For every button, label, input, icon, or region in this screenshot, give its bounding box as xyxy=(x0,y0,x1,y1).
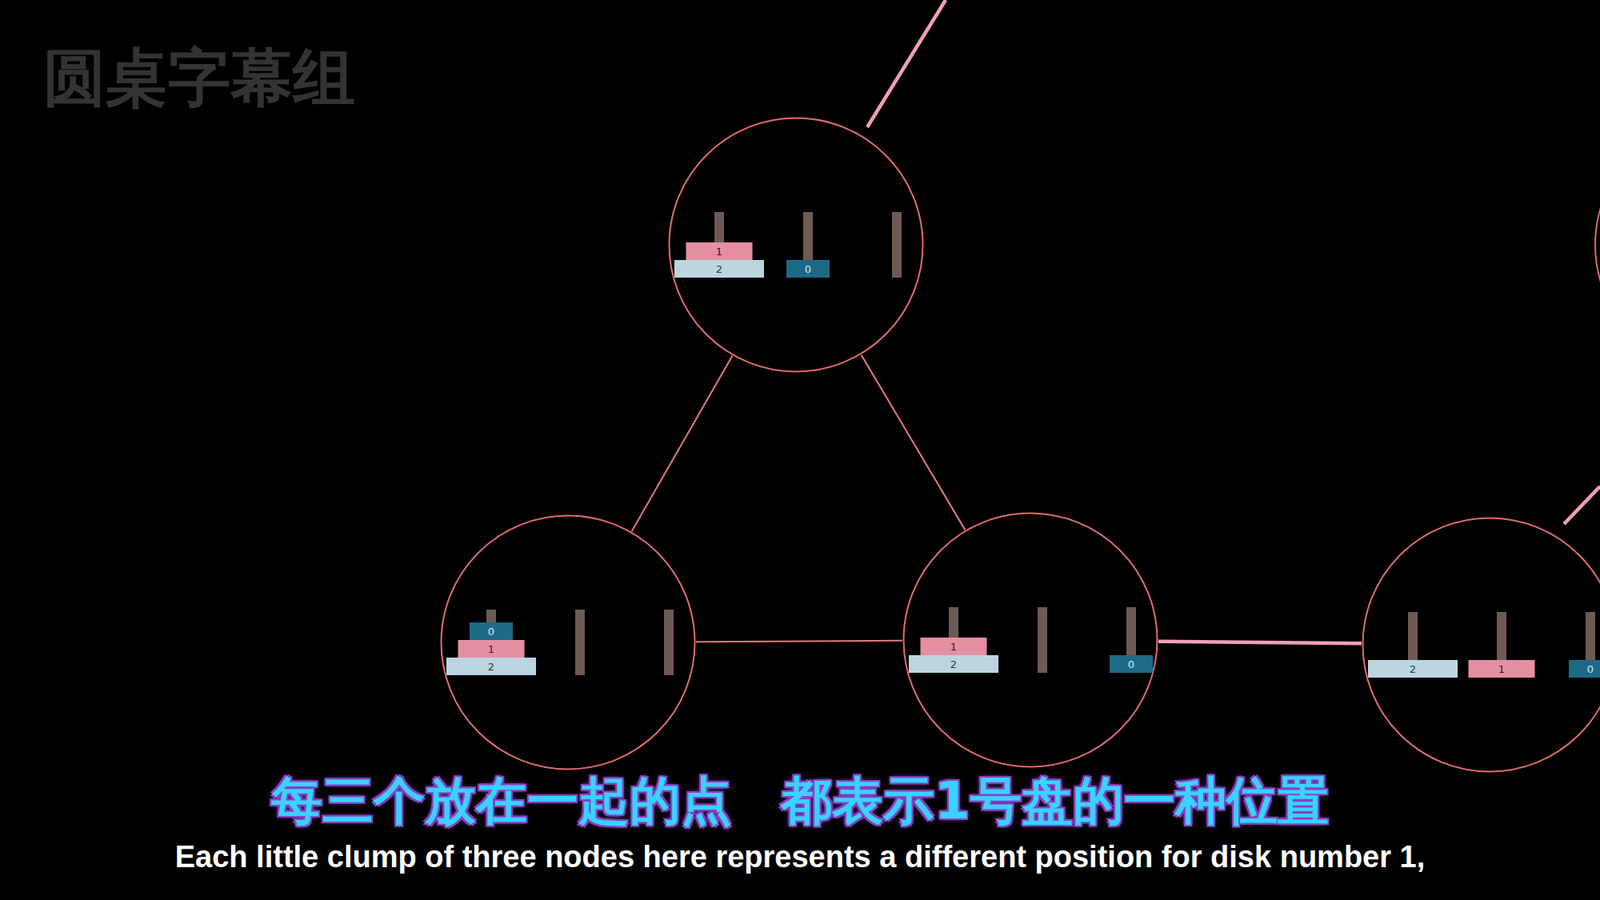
state-node: 1 2 0 xyxy=(902,512,1159,768)
disk xyxy=(1368,660,1458,678)
state-node: 2 1 0 xyxy=(1361,516,1600,773)
edge-offscreen xyxy=(1564,486,1600,524)
subtitle-chinese: 每三个放在一起的点 都表示1号盘的一种位置 xyxy=(271,766,1328,836)
disk-number: 0 xyxy=(488,626,495,637)
watermark: 圆桌字幕组 xyxy=(43,36,356,121)
disk-number: 0 xyxy=(804,264,812,275)
node-circle xyxy=(1363,518,1600,772)
disk xyxy=(686,242,753,260)
subtitle-english: Each little clump of three nodes here re… xyxy=(175,840,1426,875)
disk xyxy=(920,637,988,656)
disk xyxy=(674,260,764,278)
state-node: 1 2 0 xyxy=(668,116,924,373)
node-circle-offscreen xyxy=(1595,116,1600,373)
peg xyxy=(892,212,902,278)
graph-edge xyxy=(696,640,903,642)
disk-number: 2 xyxy=(488,661,495,672)
disk xyxy=(786,260,830,278)
tower-illustration xyxy=(902,512,1159,768)
graph-edge xyxy=(861,355,966,531)
disk-number: 2 xyxy=(716,264,723,275)
disk xyxy=(1109,655,1153,673)
node-circle xyxy=(669,118,924,372)
edge-offscreen xyxy=(867,0,946,128)
disk xyxy=(1468,660,1536,678)
node-circle xyxy=(904,513,1158,768)
tower-illustration xyxy=(1361,516,1600,773)
disk-number: 1 xyxy=(716,246,723,257)
state-node: 0 1 2 xyxy=(440,514,696,771)
peg xyxy=(664,609,674,676)
disk-number: 0 xyxy=(1587,664,1594,675)
tower-illustration xyxy=(668,116,924,373)
disk-number: 1 xyxy=(488,644,495,655)
tower-illustration xyxy=(440,514,696,771)
disk-number: 0 xyxy=(1128,659,1135,670)
graph-edge xyxy=(632,356,733,532)
disk xyxy=(908,655,999,673)
peg xyxy=(575,609,585,676)
disk-number: 1 xyxy=(1498,664,1505,675)
disk xyxy=(469,622,513,640)
graph-edge xyxy=(1158,641,1362,644)
peg xyxy=(1037,607,1048,673)
disk-number: 1 xyxy=(950,641,957,652)
disk xyxy=(458,640,525,658)
disk xyxy=(446,657,536,676)
disk-number: 2 xyxy=(950,659,957,670)
disk-number: 2 xyxy=(1409,664,1416,675)
disk xyxy=(1568,660,1600,678)
node-circle xyxy=(441,516,696,770)
